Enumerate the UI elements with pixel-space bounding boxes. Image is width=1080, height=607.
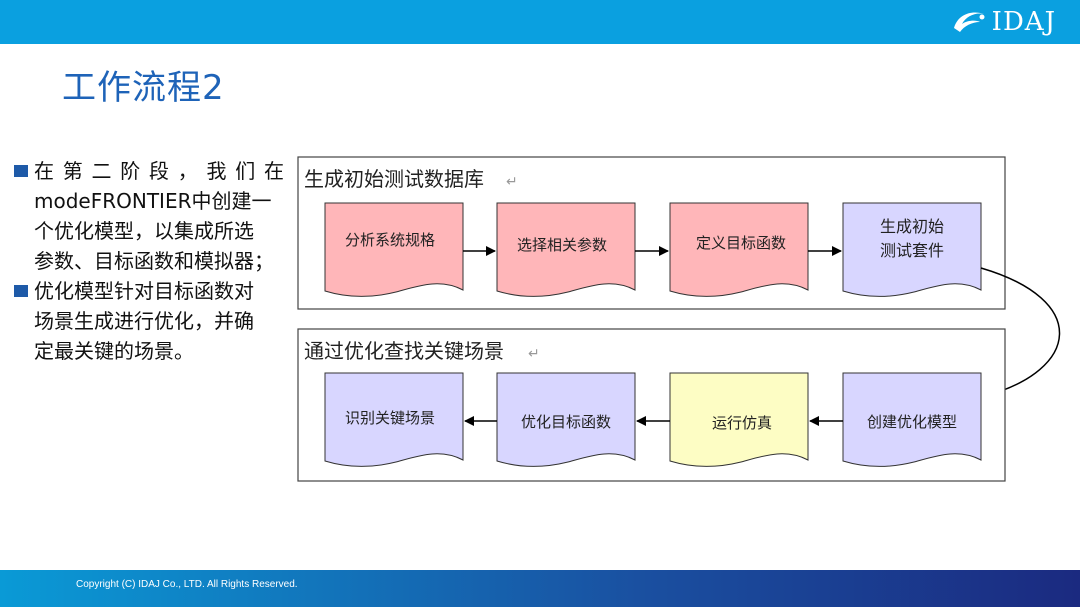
step-optimize-objective: 优化目标函数 — [496, 372, 636, 467]
bullet-line: 参数、目标函数和模拟器； — [34, 249, 274, 273]
stage-connector-arrow — [980, 267, 1061, 399]
stage2-label: 通过优化查找关键场景 — [304, 339, 504, 363]
step-create-model: 创建优化模型 — [842, 372, 982, 467]
document-shape — [324, 372, 464, 467]
footer-bar: Copyright (C) IDAJ Co., LTD. All Rights … — [0, 570, 1080, 607]
step-select-params: 选择相关参数 — [496, 202, 636, 297]
bullet-line: 个优化模型，以集成所选 — [34, 219, 254, 243]
return-mark: ↵ — [528, 346, 540, 362]
document-shape — [324, 202, 464, 297]
step-generate-suite: 生成初始测试套件 — [842, 202, 982, 297]
step-label: 选择相关参数 — [517, 236, 607, 254]
bullet-line: 场景生成进行优化，并确 — [34, 309, 254, 333]
brand-name: IDAJ — [991, 7, 1056, 37]
document-shape — [842, 372, 982, 467]
bullet-item-1: 在 第 二 阶 段 ， 我 们 在 modeFRONTIER中创建一 个优化模型… — [14, 156, 284, 276]
bullet-square-icon — [14, 165, 28, 177]
step-run-simulation: 运行仿真 — [669, 372, 809, 467]
brand-logo: IDAJ — [950, 6, 1056, 38]
document-shape — [842, 202, 982, 297]
step-label: 分析系统规格 — [345, 231, 435, 249]
document-shape — [669, 202, 809, 297]
copyright-text: Copyright (C) IDAJ Co., LTD. All Rights … — [76, 579, 298, 590]
step-label: 运行仿真 — [712, 414, 772, 432]
document-shape — [496, 372, 636, 467]
step-define-objective: 定义目标函数 — [669, 202, 809, 297]
bullet-line: modeFRONTIER中创建一 — [34, 189, 272, 213]
document-shape — [669, 372, 809, 467]
bullet-item-2: 优化模型针对目标函数对 场景生成进行优化，并确 定最关键的场景。 — [14, 276, 284, 366]
return-mark: ↵ — [506, 174, 518, 190]
header-bar: IDAJ — [0, 0, 1080, 44]
document-shape — [496, 202, 636, 297]
bullet-line: 定最关键的场景。 — [34, 339, 194, 363]
step-label: 创建优化模型 — [867, 413, 957, 431]
swoosh-icon — [953, 12, 985, 33]
step-identify-scenarios: 识别关键场景 — [324, 372, 464, 467]
slide-title: 工作流程2 — [62, 68, 225, 108]
step-label: 识别关键场景 — [345, 409, 435, 427]
bullet-square-icon — [14, 285, 28, 297]
step-label: 优化目标函数 — [521, 413, 611, 431]
bullet-line: 在 第 二 阶 段 ， 我 们 在 — [34, 159, 284, 183]
step-label: 定义目标函数 — [696, 234, 786, 252]
step-label: 生成初始测试套件 — [880, 217, 944, 260]
bullet-list: 在 第 二 阶 段 ， 我 们 在 modeFRONTIER中创建一 个优化模型… — [14, 156, 284, 366]
bullet-line: 优化模型针对目标函数对 — [34, 279, 254, 303]
step-analyze-spec: 分析系统规格 — [324, 202, 464, 297]
stage1-label: 生成初始测试数据库 — [304, 167, 484, 191]
